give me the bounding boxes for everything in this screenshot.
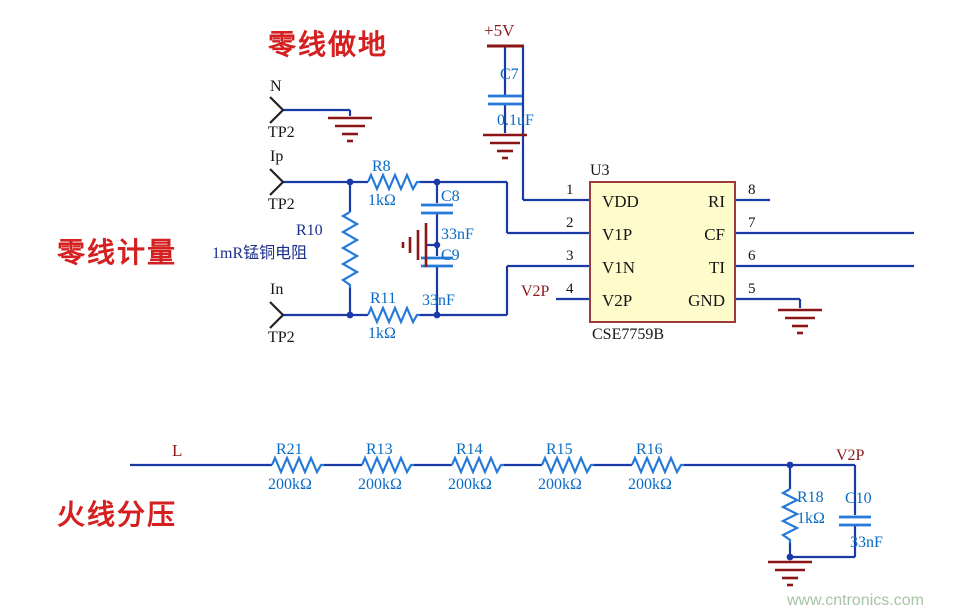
r18-ref: R18 bbox=[797, 489, 824, 506]
resistor-r15 bbox=[540, 455, 594, 475]
pin-name-ri: RI bbox=[708, 192, 725, 211]
ground-r18 bbox=[766, 560, 814, 587]
r8-ref: R8 bbox=[372, 158, 391, 175]
chip-body bbox=[589, 181, 736, 323]
r16-ref: R16 bbox=[636, 441, 663, 458]
pin-num-2: 2 bbox=[566, 215, 574, 231]
r16-value: 200kΩ bbox=[628, 476, 672, 493]
wires bbox=[130, 46, 914, 560]
pin-num-3: 3 bbox=[566, 248, 574, 264]
annotation-neutral-metering: 零线计量 bbox=[57, 236, 178, 269]
pin-num-4: 4 bbox=[566, 281, 574, 297]
tp2-in-label: TP2 bbox=[268, 329, 295, 346]
chip-ref: U3 bbox=[590, 162, 610, 179]
r10-note: 1mR锰铜电阻 bbox=[212, 245, 308, 262]
resistor-r10 bbox=[340, 211, 360, 288]
pin-name-v2p: V2P bbox=[602, 291, 633, 310]
c7-ref: C7 bbox=[500, 66, 519, 83]
pin-num-1: 1 bbox=[566, 182, 574, 198]
r15-ref: R15 bbox=[546, 441, 573, 458]
vcc-label: +5V bbox=[484, 21, 515, 40]
pin-num-7: 7 bbox=[748, 215, 756, 231]
net-in-label: In bbox=[270, 281, 284, 298]
resistor-r11 bbox=[366, 305, 420, 325]
net-n-label: N bbox=[270, 78, 282, 95]
resistor-r16 bbox=[630, 455, 684, 475]
junction-dots bbox=[346, 178, 794, 561]
r14-value: 200kΩ bbox=[448, 476, 492, 493]
c9-value: 33nF bbox=[422, 292, 455, 309]
r10-ref: R10 bbox=[296, 222, 323, 239]
net-ip-label: Ip bbox=[270, 148, 284, 165]
c10-value: 33nF bbox=[850, 534, 883, 551]
pin-name-v1p: V1P bbox=[602, 225, 633, 244]
v2p-pin-net-label: V2P bbox=[521, 283, 550, 300]
resistor-r13 bbox=[360, 455, 414, 475]
v2p-node-net-label: V2P bbox=[836, 447, 865, 464]
r15-value: 200kΩ bbox=[538, 476, 582, 493]
live-net-label: L bbox=[172, 441, 183, 460]
ground-n bbox=[326, 116, 374, 143]
r18-value: 1kΩ bbox=[797, 510, 825, 527]
pin-name-cf: CF bbox=[704, 225, 725, 244]
power-ground-symbols bbox=[326, 44, 824, 587]
resistors bbox=[270, 172, 800, 543]
testpoint-ip bbox=[269, 168, 285, 196]
pin-num-8: 8 bbox=[748, 182, 756, 198]
tp2-n-label: TP2 bbox=[268, 124, 295, 141]
resistor-r8 bbox=[366, 172, 420, 192]
pin-num-6: 6 bbox=[748, 248, 756, 264]
resistor-r14 bbox=[450, 455, 504, 475]
pin-name-vdd: VDD bbox=[602, 192, 639, 211]
r21-value: 200kΩ bbox=[268, 476, 312, 493]
ground-c8c9 bbox=[401, 221, 428, 269]
capacitor-c10 bbox=[839, 515, 871, 527]
r8-value: 1kΩ bbox=[368, 192, 396, 209]
c8-value: 33nF bbox=[441, 226, 474, 243]
pin-name-gnd: GND bbox=[688, 291, 725, 310]
pin-num-5: 5 bbox=[748, 281, 756, 297]
c10-ref: C10 bbox=[845, 490, 872, 507]
test-points bbox=[269, 96, 285, 329]
pin-name-v1n: V1N bbox=[602, 258, 636, 277]
capacitor-c8 bbox=[421, 203, 453, 215]
r14-ref: R14 bbox=[456, 441, 483, 458]
ground-c7 bbox=[481, 133, 529, 160]
pin-name-ti: TI bbox=[708, 258, 725, 277]
resistor-r21 bbox=[270, 455, 324, 475]
r13-value: 200kΩ bbox=[358, 476, 402, 493]
r11-value: 1kΩ bbox=[368, 325, 396, 342]
c9-ref: C9 bbox=[441, 247, 460, 264]
annotation-live-divider: 火线分压 bbox=[57, 498, 178, 531]
resistor-r18 bbox=[780, 488, 800, 543]
ground-chip bbox=[776, 308, 824, 335]
tp2-ip-label: TP2 bbox=[268, 196, 295, 213]
chip-part: CSE7759B bbox=[592, 326, 665, 343]
testpoint-n bbox=[269, 96, 285, 124]
r21-ref: R21 bbox=[276, 441, 303, 458]
r13-ref: R13 bbox=[366, 441, 393, 458]
r11-ref: R11 bbox=[370, 290, 397, 307]
watermark: www.cntronics.com bbox=[787, 592, 924, 609]
testpoint-in bbox=[269, 301, 285, 329]
c7-value: 0.1uF bbox=[497, 112, 534, 129]
capacitor-c7 bbox=[488, 94, 522, 106]
c8-ref: C8 bbox=[441, 188, 460, 205]
annotation-neutral-ground: 零线做地 bbox=[268, 28, 389, 61]
